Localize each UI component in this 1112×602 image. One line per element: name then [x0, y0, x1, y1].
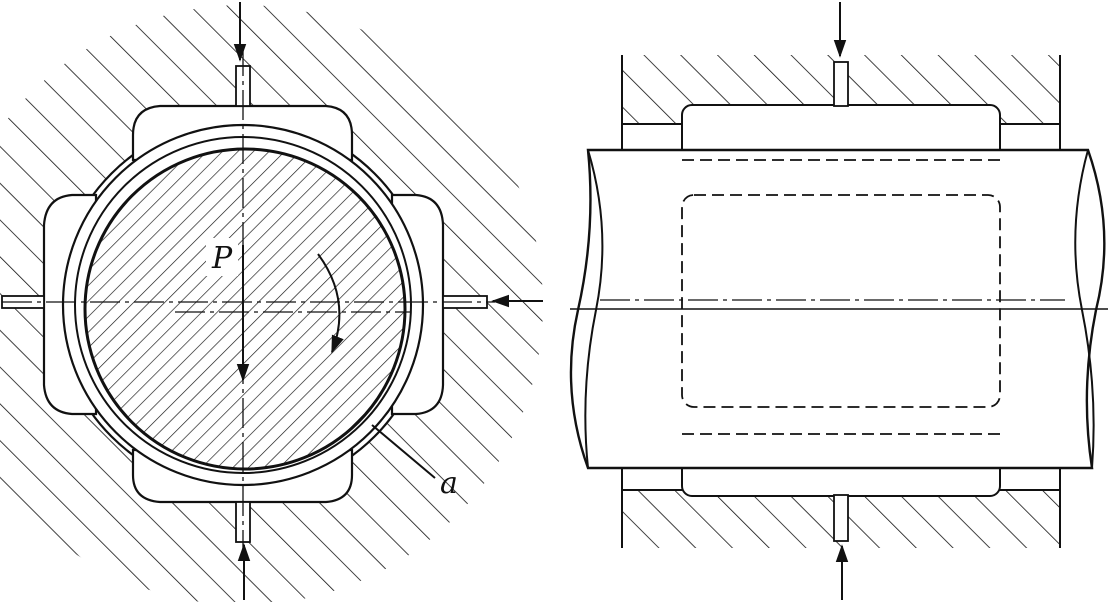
leader-a [371, 424, 436, 479]
flow-arrows-right [833, 2, 849, 600]
flow-arrows-left [233, 2, 543, 600]
load-label: P [211, 241, 233, 276]
cross-section-view [0, 5, 543, 602]
rotation-arrow [317, 253, 344, 354]
shaft [83, 147, 407, 471]
gap-label: a [440, 466, 458, 501]
longitudinal-view [569, 55, 1108, 548]
recess-hidden-middle [681, 194, 1001, 408]
